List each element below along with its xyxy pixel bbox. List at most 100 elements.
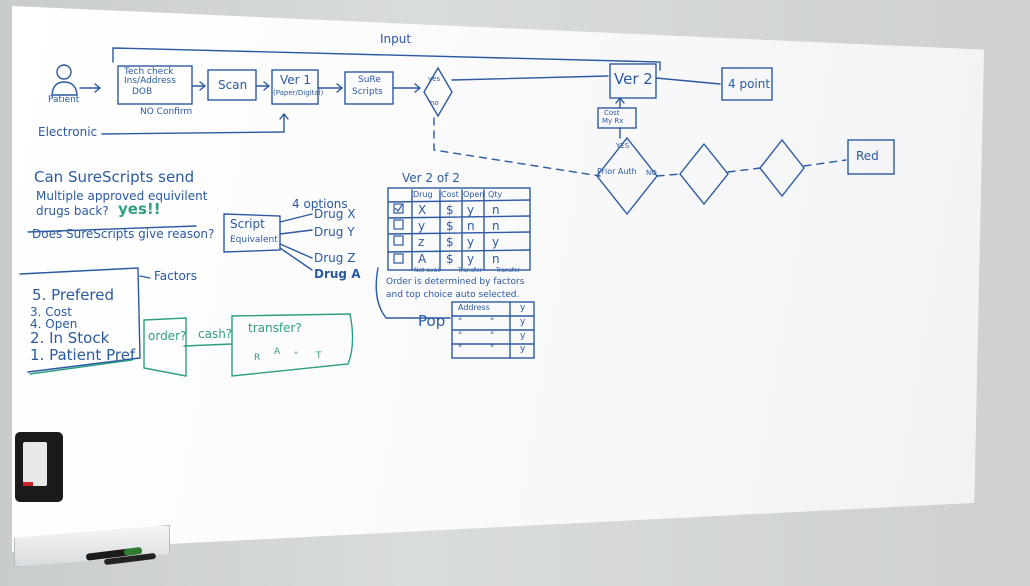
four-point-label: 4 point: [728, 77, 771, 91]
dashed-no-prior: [433, 117, 601, 177]
drug-y: Drug Y: [314, 225, 355, 239]
factors-bracket: [19, 267, 141, 373]
drug-x: Drug X: [314, 207, 356, 221]
cost-my-box: [597, 107, 637, 129]
table-cell-r3-drug: z: [418, 235, 425, 249]
checkbox-1: [393, 203, 404, 214]
drug-a: Drug A: [314, 267, 361, 281]
checkbox-4: [393, 253, 404, 264]
tech-check-line-2: Ins/Address: [124, 76, 176, 86]
table-cell-r3-open: y: [467, 235, 475, 249]
address-r4-col2: ": [490, 344, 495, 354]
ver2-table-box: [387, 187, 531, 271]
address-r2-col2: ": [490, 317, 495, 327]
factor-3: 4. Open: [30, 317, 78, 331]
address-r2-col1: ": [458, 317, 463, 327]
ver1-box: [271, 69, 319, 105]
cost-my-line-1: Cost: [604, 109, 620, 117]
pop-label: Pop: [418, 312, 446, 330]
order-note-line-1: Order is determined by factors: [386, 277, 525, 287]
dashed-d3-red: [803, 159, 847, 167]
input-bracket: [112, 47, 661, 71]
order-note-line-2: and top choice auto selected.: [386, 290, 520, 300]
cost-my-line-2: My Rx: [602, 117, 624, 125]
table-cell-r2-open: n: [467, 219, 475, 233]
arrow-scan-ver1: [255, 81, 271, 91]
red-label: Red: [856, 149, 879, 163]
transfer-question: transfer?: [248, 321, 302, 335]
equivalent-label: Equivalent: [230, 235, 278, 245]
tech-check-line-3: DOB: [132, 87, 153, 97]
ver2-table-title: Ver 2 of 2: [402, 171, 460, 185]
factors-underline: [29, 359, 133, 375]
address-header: Address: [458, 303, 490, 312]
option-lines: [279, 213, 313, 271]
address-r3-col1: ": [458, 331, 463, 341]
decision-diamond-2: [679, 142, 729, 206]
dashed-d2-d3: [727, 167, 761, 173]
table-cell-r4-qty: n: [492, 252, 500, 266]
answer-yes: yes!!: [118, 200, 161, 218]
four-options-label: 4 options: [292, 197, 348, 211]
tech-check-line-1: Tech check: [124, 67, 174, 77]
address-r2-flag: y: [520, 317, 526, 327]
table-header-qty: Qty: [488, 190, 503, 199]
address-r4-flag: y: [520, 344, 526, 354]
ver1-sub-label: (Paper/Digital): [273, 89, 324, 97]
checkbox-2: [393, 219, 404, 230]
four-point-box: [721, 67, 773, 101]
transfer-letter-r: R: [254, 353, 261, 363]
table-header-open: Open: [463, 190, 485, 199]
tech-check-box: [117, 65, 193, 105]
scan-label: Scan: [218, 78, 248, 92]
factor-2: 3. Cost: [30, 305, 72, 319]
address-table-lines: [451, 301, 535, 359]
no-confirm-label: NO Confirm: [140, 107, 193, 117]
no-label: no: [430, 99, 439, 107]
table-header-cost: Cost: [441, 190, 459, 199]
factor-1: 5. Prefered: [32, 286, 115, 304]
arrow-cost-ver2: [615, 96, 625, 109]
table-cell-r4-cost: $: [446, 252, 454, 266]
patient-label: Patient: [48, 95, 80, 105]
table-cell-r2-qty: n: [492, 219, 500, 233]
dashed-prior-d2: [656, 173, 681, 177]
ver1-label: Ver 1: [280, 73, 312, 87]
script-label: Script: [230, 217, 265, 231]
table-cell-r4-open: y: [467, 252, 475, 266]
line-ver2-4point: [655, 77, 721, 85]
table-cell-r1-open: y: [467, 203, 475, 217]
table-cell-r2-drug: y: [418, 219, 426, 233]
arrow-tech-scan: [191, 81, 207, 91]
prior-auth-diamond: [596, 136, 658, 216]
drug-z: Drug Z: [314, 251, 356, 265]
whiteboard: [12, 6, 984, 552]
no2-label: NO: [646, 169, 657, 177]
table-cell-r1-qty: n: [492, 203, 500, 217]
input-label: Input: [380, 32, 412, 46]
table-footer-3: Transfer: [496, 267, 521, 274]
table-cell-r3-cost: $: [446, 235, 454, 249]
ver2-box: [609, 63, 657, 99]
script-bracket: [223, 213, 281, 253]
checkbox-check: [394, 204, 403, 212]
scan-box: [207, 69, 257, 101]
yes-label: yes: [428, 75, 441, 83]
table-header-drug: Drug: [413, 190, 433, 199]
question-divider: [27, 225, 197, 233]
transfer-letter-quote: ": [294, 351, 299, 361]
ver2-label: Ver 2: [614, 70, 653, 88]
decision-diamond-3: [759, 138, 805, 198]
question1-line-3: drugs back?: [36, 204, 109, 218]
pop-bracket: [375, 267, 451, 319]
checkbox-3: [393, 235, 404, 246]
decision-diamond-1: [423, 66, 453, 118]
prior-auth-label: Prior Auth: [597, 167, 637, 176]
table-cell-r3-qty: y: [492, 235, 500, 249]
green-q-box-2: [231, 313, 354, 377]
eraser-label: [23, 442, 47, 486]
factors-pointer: [139, 275, 151, 279]
patient-body-icon: [51, 81, 78, 96]
table-cell-r2-cost: $: [446, 219, 454, 233]
question2: Does SureScripts give reason?: [32, 227, 215, 241]
